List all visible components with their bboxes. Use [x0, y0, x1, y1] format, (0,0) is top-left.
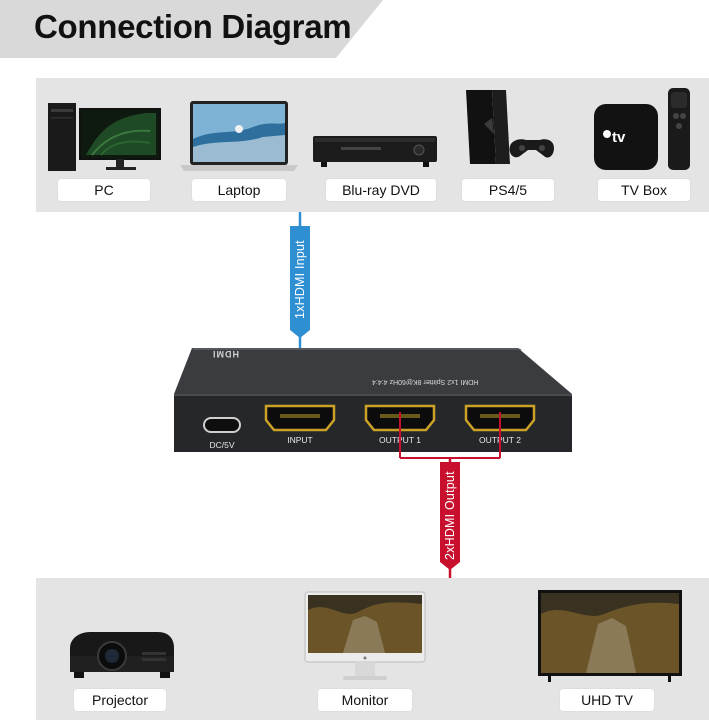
- display-label-monitor: Monitor: [318, 689, 412, 711]
- hdmi-input-port-icon: [264, 404, 336, 432]
- bluray-player-icon: [313, 136, 437, 167]
- page-title: Connection Diagram: [34, 8, 352, 45]
- tv-box-icon: tv: [594, 88, 690, 170]
- projector-icon: [70, 632, 174, 678]
- source-label-laptop: Laptop: [192, 179, 286, 201]
- output-cable-label: 2xHDMI Output: [443, 471, 457, 561]
- header-band: [0, 0, 383, 58]
- source-label-ps: PS4/5: [462, 179, 554, 201]
- input-cable-label: 1xHDMI Input: [293, 240, 307, 320]
- source-label-pc: PC: [58, 179, 150, 201]
- output-cable: [399, 412, 501, 578]
- game-console-icon: [466, 90, 554, 164]
- source-label-bluray: Blu-ray DVD: [326, 179, 436, 201]
- dc-power-port-icon: [203, 417, 241, 433]
- laptop-icon: [180, 101, 298, 171]
- monitor-icon: [304, 591, 426, 680]
- svg-text:tv: tv: [612, 129, 626, 146]
- tv-icon: [538, 590, 682, 682]
- port-label-power: DC/5V: [209, 440, 235, 450]
- pc-icon: [48, 103, 161, 171]
- splitter-model-text: HDMI 1x2 Splitter 8K@60Hz 4:4:4: [372, 378, 479, 385]
- source-label-tvbox: TV Box: [598, 179, 690, 201]
- hdmi-logo: HDMI: [212, 349, 239, 359]
- display-label-uhdtv: UHD TV: [560, 689, 654, 711]
- port-label-input: INPUT: [287, 435, 313, 445]
- display-label-projector: Projector: [74, 689, 166, 711]
